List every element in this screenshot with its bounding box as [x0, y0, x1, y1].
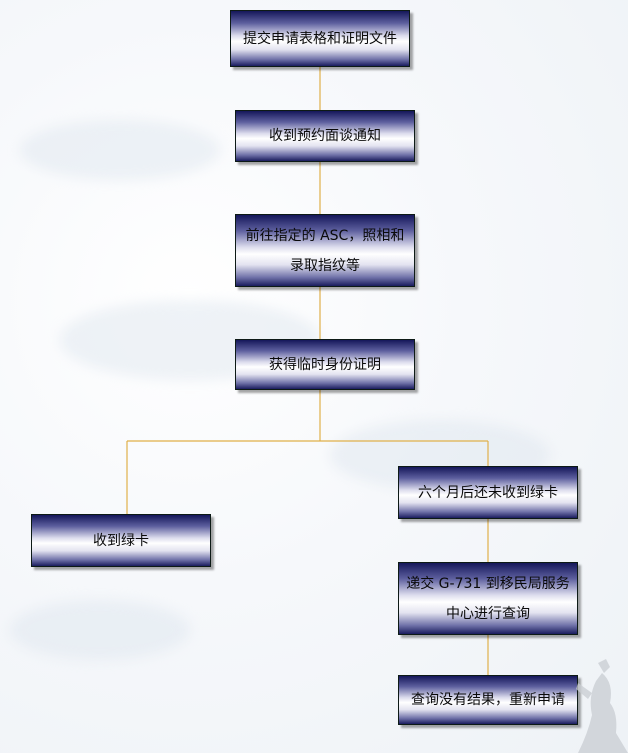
step-asc-label: 前往指定的 ASC，照相和 录取指纹等: [245, 227, 405, 274]
step-interview-notice: 收到预约面谈通知: [235, 110, 415, 162]
statue-watermark-icon: [576, 659, 628, 753]
background-streak: [10, 600, 190, 660]
step-six-months-no-card: 六个月后还未收到绿卡: [398, 466, 578, 519]
step-temporary-id-label: 获得临时身份证明: [269, 356, 381, 373]
step-no-result-reapply: 查询没有结果，重新申请: [398, 675, 578, 725]
step-six-months-label: 六个月后还未收到绿卡: [418, 484, 558, 501]
step-asc-fingerprint: 前往指定的 ASC，照相和 录取指纹等: [235, 214, 415, 287]
step-receive-green-card: 收到绿卡: [31, 514, 211, 567]
step-submit-application: 提交申请表格和证明文件: [230, 10, 410, 67]
background-streak: [20, 120, 220, 180]
step-submit-g731: 递交 G-731 到移民局服务 中心进行查询: [398, 562, 578, 635]
step-no-result-label: 查询没有结果，重新申请: [411, 692, 565, 708]
step-g731-label: 递交 G-731 到移民局服务 中心进行查询: [406, 575, 570, 622]
step-submit-label: 提交申请表格和证明文件: [243, 30, 397, 47]
step-green-card-label: 收到绿卡: [93, 532, 149, 549]
step-interview-notice-label: 收到预约面谈通知: [269, 128, 381, 144]
step-temporary-id: 获得临时身份证明: [235, 339, 415, 390]
